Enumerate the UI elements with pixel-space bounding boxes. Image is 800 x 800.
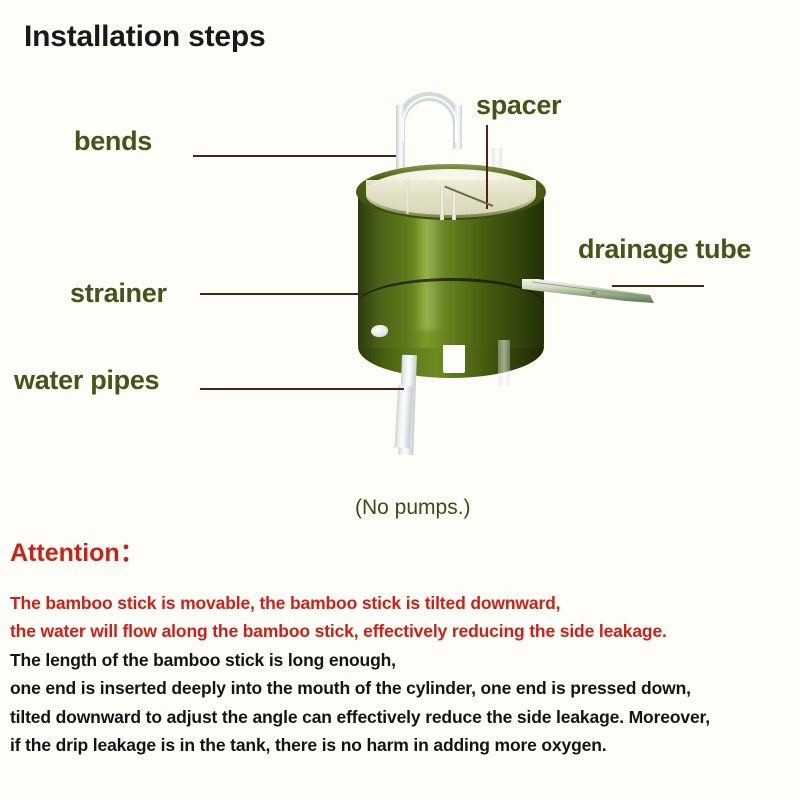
page-title: Installation steps [24,20,266,53]
water-pipe-icon [398,354,417,456]
leader-line-strainer [200,293,365,295]
cylinder-inner-wall-icon [366,180,536,218]
attention-heading: Attention： [10,539,145,567]
cylinder-mouth-icon [366,169,536,215]
leader-line-drainage-tube [612,285,704,287]
attention-line: if the drip leakage is in the tank, ther… [10,735,607,756]
label-strainer: strainer [70,278,167,308]
strainer-band-icon [358,278,544,330]
bend-tube-icon [396,92,462,199]
attention-line: The bamboo stick is movable, the bamboo … [10,593,561,613]
cylinder-notch-icon [443,345,465,373]
cylinder-body-icon [358,188,544,348]
leader-line-water-pipes [200,388,404,390]
attention-line: tilted downward to adjust the angle can … [10,706,710,727]
water-pipe-rear-icon [498,340,510,386]
label-drainage-tube: drainage tube [578,234,752,264]
leader-line-spacer-angled [444,185,494,207]
label-bends: bends [74,126,153,156]
spacer-slat-icon [440,186,444,220]
cylinder-highlight-icon [414,190,444,330]
drip-valve-icon [371,325,388,337]
attention-line: one end is inserted deeply into the mout… [10,678,691,699]
water-pipe-lower-icon [394,385,413,449]
cylinder-rim-icon [356,164,546,220]
drainage-tube-icon [522,279,666,305]
bend-tube-highlight-icon [402,96,457,142]
label-spacer: spacer [476,90,562,120]
spacer-slat-icon [406,178,409,214]
leader-line-bends [193,155,396,157]
attention-line: the water will flow along the bamboo sti… [10,621,667,642]
no-pumps-caption: (No pumps.) [355,496,471,519]
label-water-pipes: water pipes [14,365,160,395]
leader-line-spacer [486,125,488,209]
attention-body: The bamboo stick is movable, the bamboo … [10,589,796,759]
attention-line: The length of the bamboo stick is long e… [10,649,396,670]
cylinder-bottom-icon [358,316,544,378]
inlet-pipe-upper-icon [492,148,502,192]
spacer-slat-icon [452,190,456,220]
